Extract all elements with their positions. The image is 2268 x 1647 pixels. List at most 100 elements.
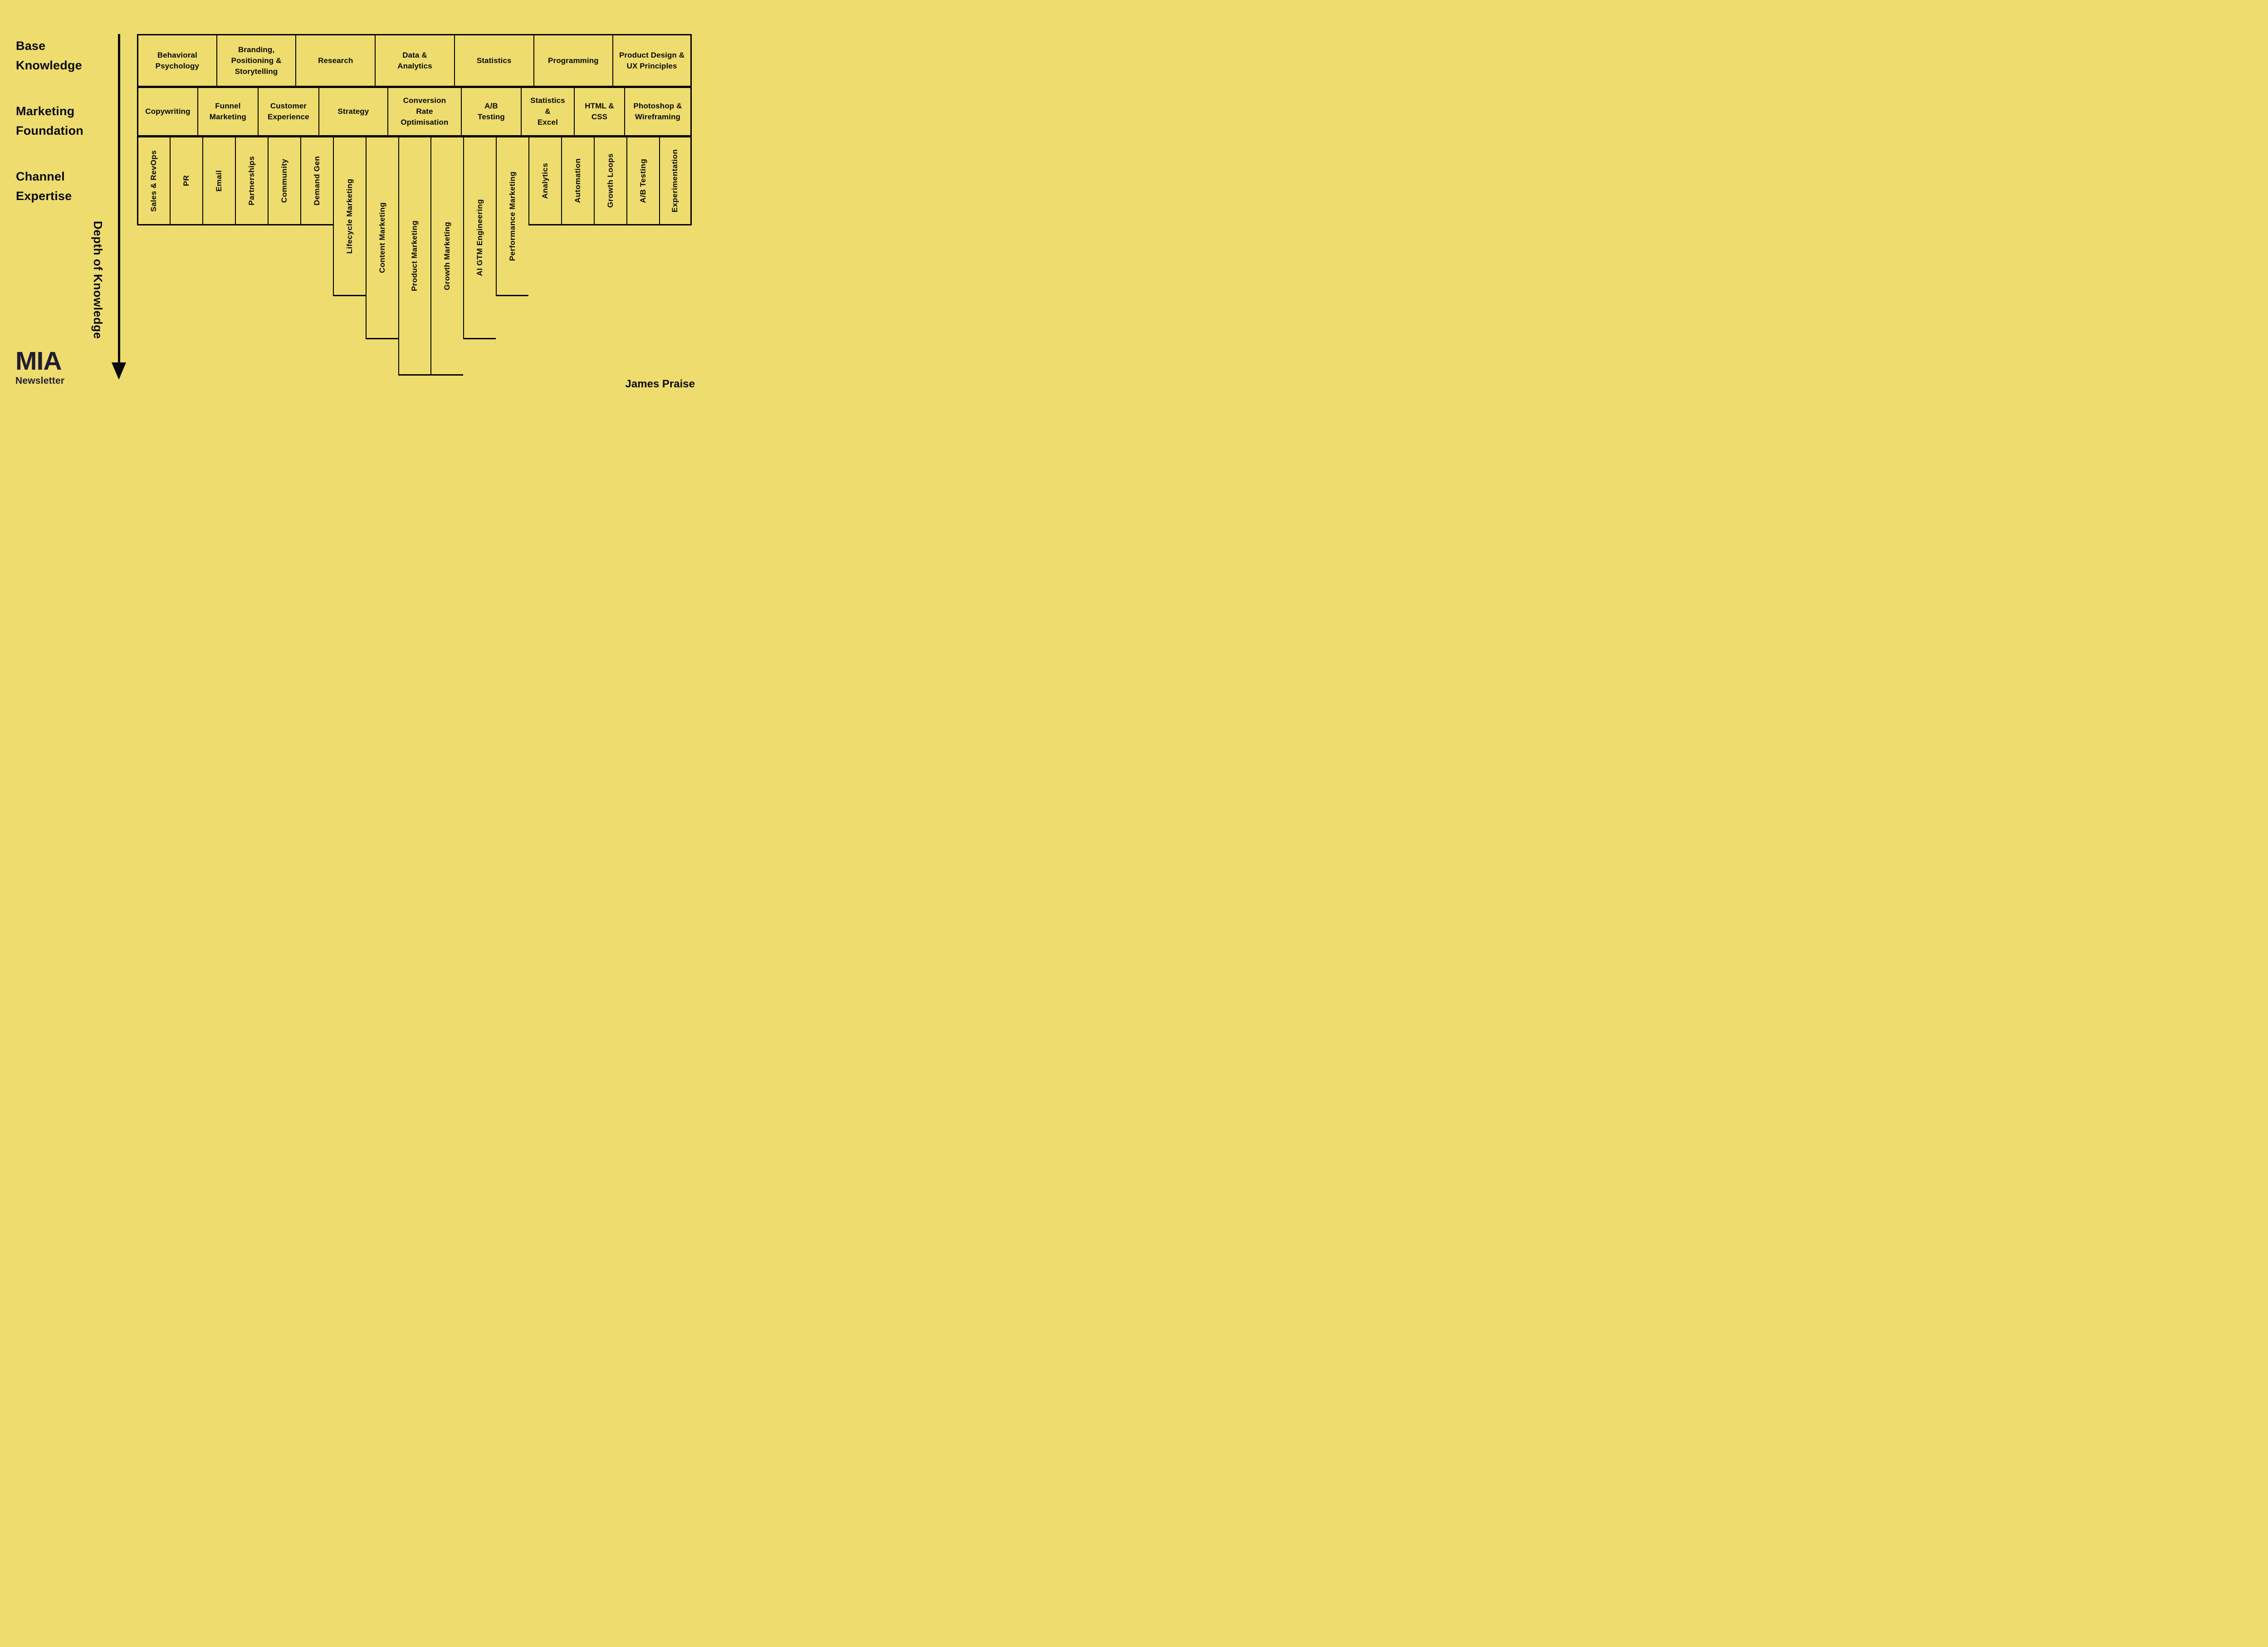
column-label: Demand Gen: [312, 156, 321, 205]
channel-column-experimentation: Experimentation: [659, 137, 692, 225]
foundation-cell-funnel-marketing: Funnel Marketing: [197, 88, 258, 135]
cell-line: Programming: [548, 56, 599, 65]
marketing-foundation-row: Copywriting Funnel Marketing Customer Ex…: [137, 88, 692, 135]
cell-line: Product Design &: [619, 50, 685, 59]
cell-line: Photoshop &: [633, 102, 682, 110]
foundation-cell-conversion-rate-optimisation: Conversion Rate Optimisation: [387, 88, 461, 135]
brand-subtitle: Newsletter: [15, 376, 65, 386]
channel-column-ab-testing: A/B Testing: [626, 137, 659, 225]
depth-arrow-head-icon: [112, 362, 126, 380]
cell-line: Marketing: [209, 112, 246, 121]
channel-column-partnerships: Partnerships: [235, 137, 268, 225]
channel-column-community: Community: [267, 137, 300, 225]
row-label-marketing-foundation: Marketing Foundation: [16, 102, 83, 141]
base-knowledge-row: Behavioral Psychology Branding, Position…: [137, 34, 692, 86]
row-separator: [137, 135, 692, 137]
column-label: Content Marketing: [377, 202, 386, 274]
cell-line: CSS: [591, 112, 608, 121]
base-cell-branding-positioning-storytelling: Branding, Positioning & Storytelling: [216, 35, 296, 86]
cell-line: Excel: [537, 118, 558, 127]
channel-column-product-marketing: Product Marketing: [398, 137, 431, 376]
base-cell-product-design-ux: Product Design & UX Principles: [612, 35, 692, 86]
channel-column-lifecycle-marketing: Lifecycle Marketing: [332, 137, 366, 296]
channel-column-sales-revops: Sales & RevOps: [137, 137, 170, 225]
column-label: Experimentation: [670, 149, 679, 213]
column-label: Lifecycle Marketing: [345, 178, 354, 254]
channel-column-email: Email: [202, 137, 235, 225]
column-label: Partnerships: [247, 156, 256, 205]
skills-grid: Behavioral Psychology Branding, Position…: [137, 34, 692, 376]
column-label: Automation: [573, 158, 582, 203]
channel-column-ai-gtm-engineering: AI GTM Engineering: [463, 137, 496, 339]
row-label-line: Base: [16, 39, 46, 53]
row-label-base-knowledge: Base Knowledge: [16, 36, 82, 75]
cell-line: Optimisation: [401, 118, 449, 127]
author-credit: James Praise: [625, 378, 695, 390]
cell-line: Rate: [416, 107, 433, 116]
cell-line: Research: [318, 56, 353, 65]
cell-line: A/B: [484, 102, 498, 110]
column-label: A/B Testing: [639, 158, 648, 203]
column-label: Product Marketing: [410, 220, 419, 292]
brand-logo: MIA Newsletter: [15, 348, 64, 386]
row-label-channel-expertise: Channel Expertise: [16, 167, 72, 206]
channel-column-growth-marketing: Growth Marketing: [430, 137, 464, 376]
base-cell-behavioral-psychology: Behavioral Psychology: [137, 35, 216, 86]
cell-line: Positioning &: [231, 56, 282, 65]
cell-line: Storytelling: [235, 67, 278, 76]
foundation-cell-photoshop-wireframing: Photoshop & Wireframing: [624, 88, 692, 135]
cell-line: Funnel: [215, 102, 241, 110]
depth-arrow-line: [118, 34, 120, 363]
column-label: Email: [214, 170, 223, 192]
cell-line: Data &: [402, 50, 427, 59]
channel-column-pr: PR: [169, 137, 202, 225]
row-label-line: Foundation: [16, 124, 83, 137]
cell-line: Analytics: [397, 61, 432, 70]
channel-column-demand-gen: Demand Gen: [300, 137, 333, 225]
cell-line: Conversion: [403, 96, 446, 105]
column-label: Analytics: [541, 162, 550, 199]
row-label-line: Expertise: [16, 189, 72, 203]
channel-column-analytics: Analytics: [528, 137, 562, 225]
base-cell-statistics: Statistics: [454, 35, 533, 86]
column-label: AI GTM Engineering: [475, 199, 484, 276]
base-cell-data-analytics: Data & Analytics: [375, 35, 454, 86]
channel-expertise-row: Sales & RevOps PR Email Partnerships Com…: [137, 137, 692, 376]
column-label: Performance Marketing: [508, 171, 517, 261]
cell-line: Testing: [478, 112, 505, 121]
brand-title: MIA: [15, 347, 62, 376]
marketing-depth-diagram: Base Knowledge Marketing Foundation Chan…: [0, 0, 711, 400]
foundation-cell-customer-experience: Customer Experience: [257, 88, 318, 135]
foundation-cell-strategy: Strategy: [318, 88, 387, 135]
depth-axis-label: Depth of Knowledge: [91, 221, 105, 339]
cell-line: Customer: [270, 102, 307, 110]
cell-line: Wireframing: [635, 112, 681, 121]
cell-line: Statistics: [530, 96, 565, 105]
row-label-line: Knowledge: [16, 59, 82, 72]
base-cell-research: Research: [295, 35, 375, 86]
foundation-cell-ab-testing: A/B Testing: [460, 88, 521, 135]
channel-column-performance-marketing: Performance Marketing: [496, 137, 529, 296]
column-label: Community: [279, 158, 288, 203]
foundation-cell-copywriting: Copywriting: [137, 88, 197, 135]
cell-line: Branding,: [238, 45, 275, 54]
cell-line: HTML &: [585, 102, 614, 110]
cell-line: &: [545, 107, 551, 116]
row-separator: [137, 86, 692, 88]
base-cell-programming: Programming: [533, 35, 613, 86]
column-label: PR: [181, 175, 191, 186]
channel-column-automation: Automation: [561, 137, 594, 225]
cell-line: Statistics: [476, 56, 512, 65]
cell-line: Psychology: [155, 61, 200, 70]
channel-column-growth-loops: Growth Loops: [594, 137, 627, 225]
cell-line: Behavioral: [157, 50, 197, 59]
column-label: Growth Marketing: [443, 221, 452, 290]
cell-line: Copywriting: [145, 107, 191, 116]
row-label-line: Channel: [16, 170, 65, 183]
foundation-cell-html-css: HTML & CSS: [573, 88, 624, 135]
row-label-line: Marketing: [16, 104, 75, 118]
foundation-cell-statistics-excel: Statistics & Excel: [520, 88, 574, 135]
cell-line: Strategy: [337, 107, 369, 116]
cell-line: UX Principles: [626, 61, 677, 70]
column-label: Sales & RevOps: [149, 150, 158, 212]
